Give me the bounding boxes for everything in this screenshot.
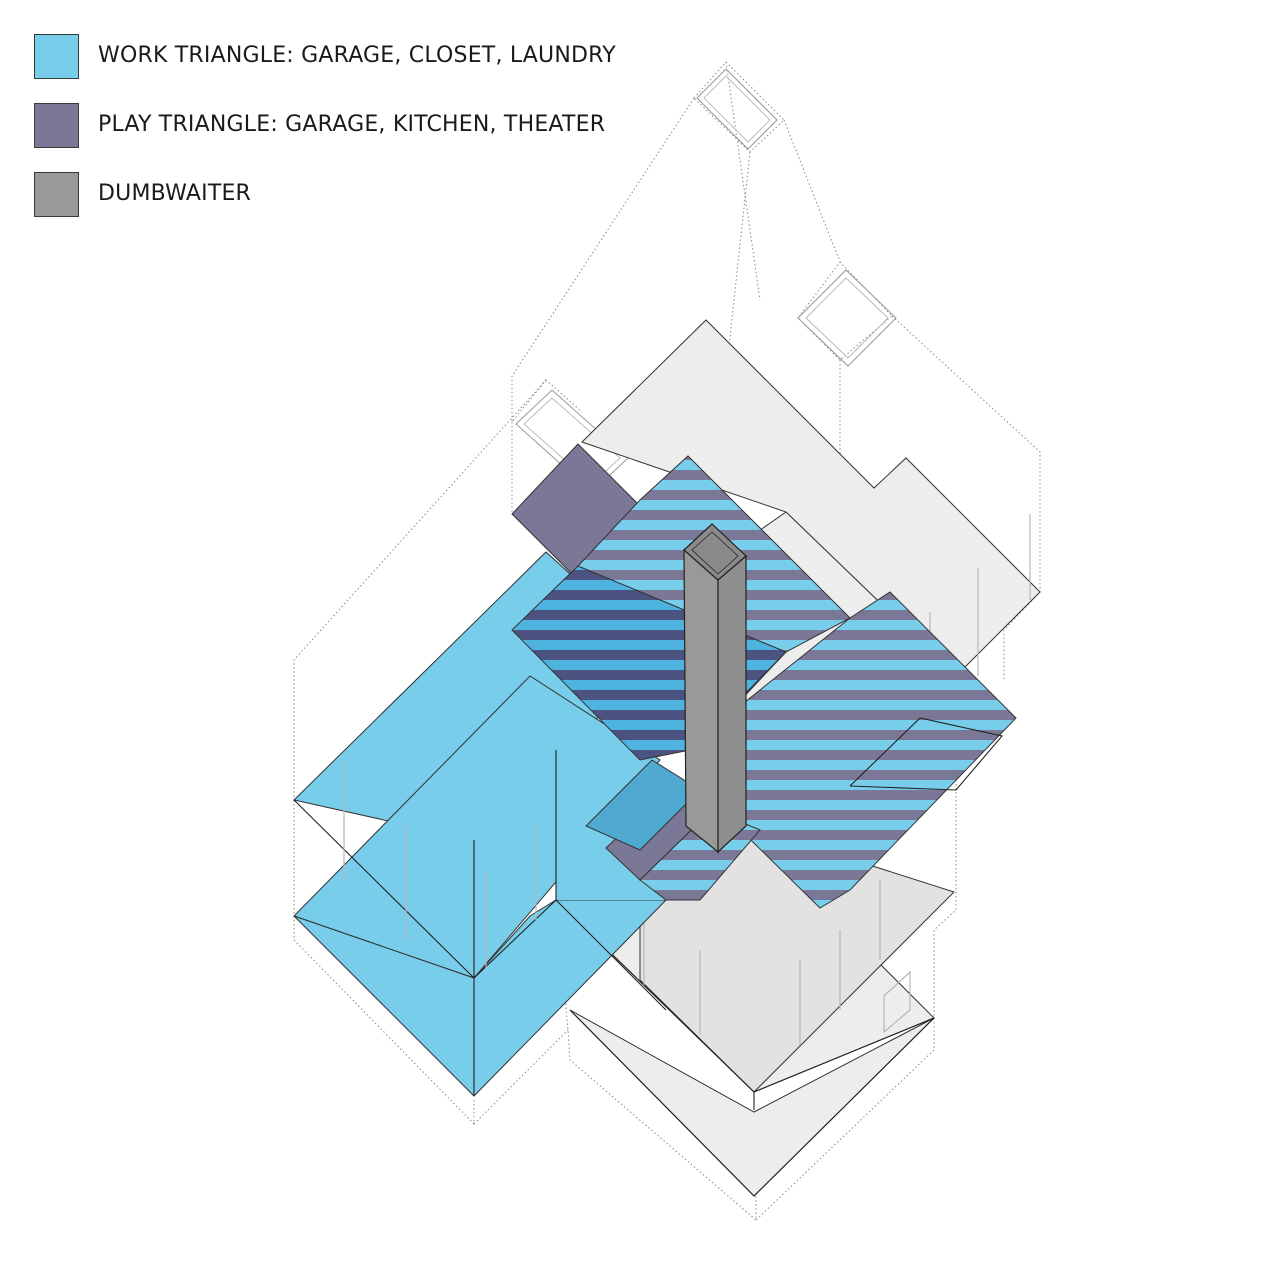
dumbwaiter-swatch [34, 172, 79, 217]
legend-label-dumbwaiter: DUMBWAITER [98, 181, 252, 206]
legend-label-play-triangle: PLAY TRIANGLE: GARAGE, KITCHEN, THEATER [98, 112, 606, 137]
play-triangle-swatch [34, 103, 79, 148]
legend-item-dumbwaiter: DUMBWAITER [34, 172, 734, 220]
legend-item-play-triangle: PLAY TRIANGLE: GARAGE, KITCHEN, THEATER [34, 103, 734, 151]
dumbwaiter-left-face [683, 548, 719, 854]
dumbwaiter-shaft [683, 523, 747, 854]
dumbwaiter-right-face [717, 554, 747, 854]
dumbwaiter-top [683, 523, 747, 581]
legend-label-work-triangle: WORK TRIANGLE: GARAGE, CLOSET, LAUNDRY [98, 43, 616, 68]
legend-item-work-triangle: WORK TRIANGLE: GARAGE, CLOSET, LAUNDRY [34, 34, 734, 82]
work-triangle-swatch [34, 34, 79, 79]
